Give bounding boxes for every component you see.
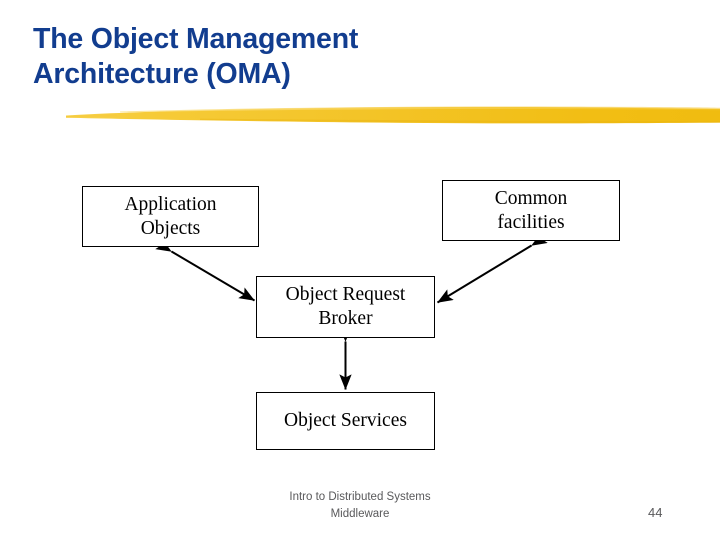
diagram-node-application-objects[interactable]: Application Objects: [82, 186, 259, 247]
diagram-node-common-facilities[interactable]: Common facilities: [442, 180, 620, 241]
connector-common-facilities-orb: [436, 232, 548, 304]
connector-application-objects-orb: [155, 238, 256, 302]
diagram-node-object-request-broker[interactable]: Object Request Broker: [256, 276, 435, 338]
diagram-node-object-services[interactable]: Object Services: [256, 392, 435, 450]
page-title: The Object Management Architecture (OMA): [33, 23, 359, 90]
slide-page-number: 44: [648, 505, 663, 520]
slide-footer-text: Intro to Distributed Systems Middleware: [289, 491, 431, 520]
